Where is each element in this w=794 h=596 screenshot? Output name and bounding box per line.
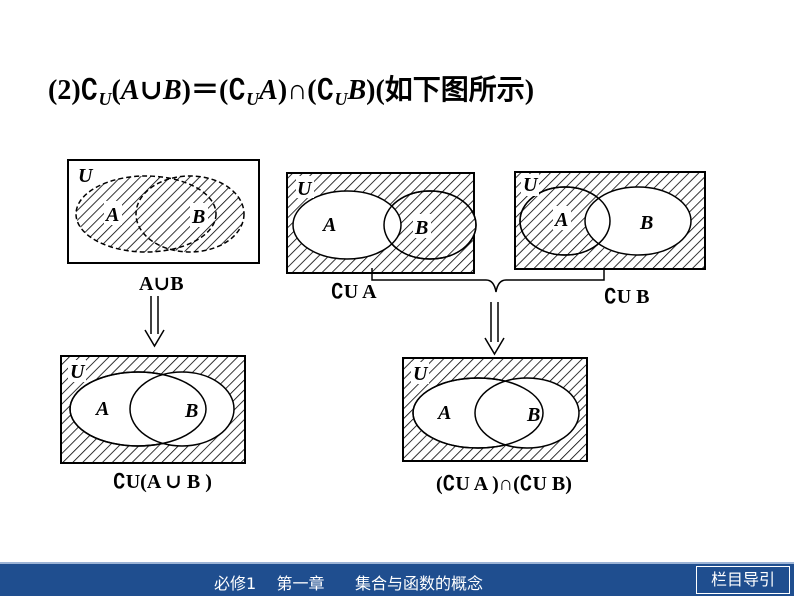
universe-label: U [413,363,429,385]
set-b-region [474,377,580,449]
set-b-label: B [526,404,540,426]
set-b-outline [135,175,245,253]
formula-title: (2)∁U(A∪B)＝(∁UA)∩(∁UB)(如下图所示) [48,68,534,110]
formula-set-a: A [120,75,140,106]
set-b-label: B [639,212,653,234]
nav-guide-button[interactable]: 栏目导引 [696,566,790,594]
universe-subscript: U [98,89,112,109]
universe-label: U [70,361,86,383]
universe-label: U [78,165,94,187]
universe-subscript: U [334,89,348,109]
caption-intersection: (∁U A )∩(∁U B) [436,473,572,495]
footer-bar: 必修1 第一章 集合与函数的概念 栏目导引 [0,562,794,596]
set-a-outline [75,175,217,253]
complement-symbol: ∁ [80,75,99,106]
set-b-label: B [414,217,428,239]
universe-label: U [297,178,313,200]
venn-union: U A B [67,159,260,264]
set-a-label: A [94,398,109,420]
set-b-label: B [184,400,198,422]
implies-arrow-right [484,302,505,356]
set-b-region [129,371,235,447]
formula-paren: ( [111,75,121,106]
caption-union: A∪B [139,273,184,295]
venn-diagrams: U A B U A B U A B U A B [60,159,706,495]
set-a-label: A [104,204,119,226]
universe-label: U [523,174,539,196]
set-a-label: A [321,214,336,236]
formula-set-b: B [347,75,367,106]
set-a-label: A [436,402,451,424]
formula-tail: )(如下图所示) [366,75,535,106]
venn-complement-union: U A B [60,355,246,464]
venn-intersection-of-complements: U A B [402,357,588,462]
set-b-region [584,186,692,256]
implies-arrow-left [144,296,165,348]
set-b-label: B [191,206,205,228]
formula-set-a: A [259,75,278,106]
complement-symbol: ∁ [228,75,247,106]
union-symbol: ∪ [139,75,163,106]
universe-subscript: U [246,89,260,109]
venn-complement-b: U A B [514,171,706,270]
formula-prefix: (2) [48,75,81,106]
caption-complement-a: ∁U A [331,281,377,303]
complement-symbol: ∁ [316,75,335,106]
formula-equals: )＝( [181,75,229,106]
set-a-region [292,190,402,260]
formula-set-b: B [162,75,182,106]
set-a-label: A [553,209,568,231]
footer-chapter-text: 必修1 第一章 集合与函数的概念 [214,574,484,593]
formula-intersection: )∩( [277,75,317,106]
bracket [371,268,605,293]
caption-complement-b: ∁U B [604,286,650,308]
venn-complement-a: U A B [286,172,477,274]
caption-complement-union: ∁U(A ∪ B ) [113,471,212,493]
